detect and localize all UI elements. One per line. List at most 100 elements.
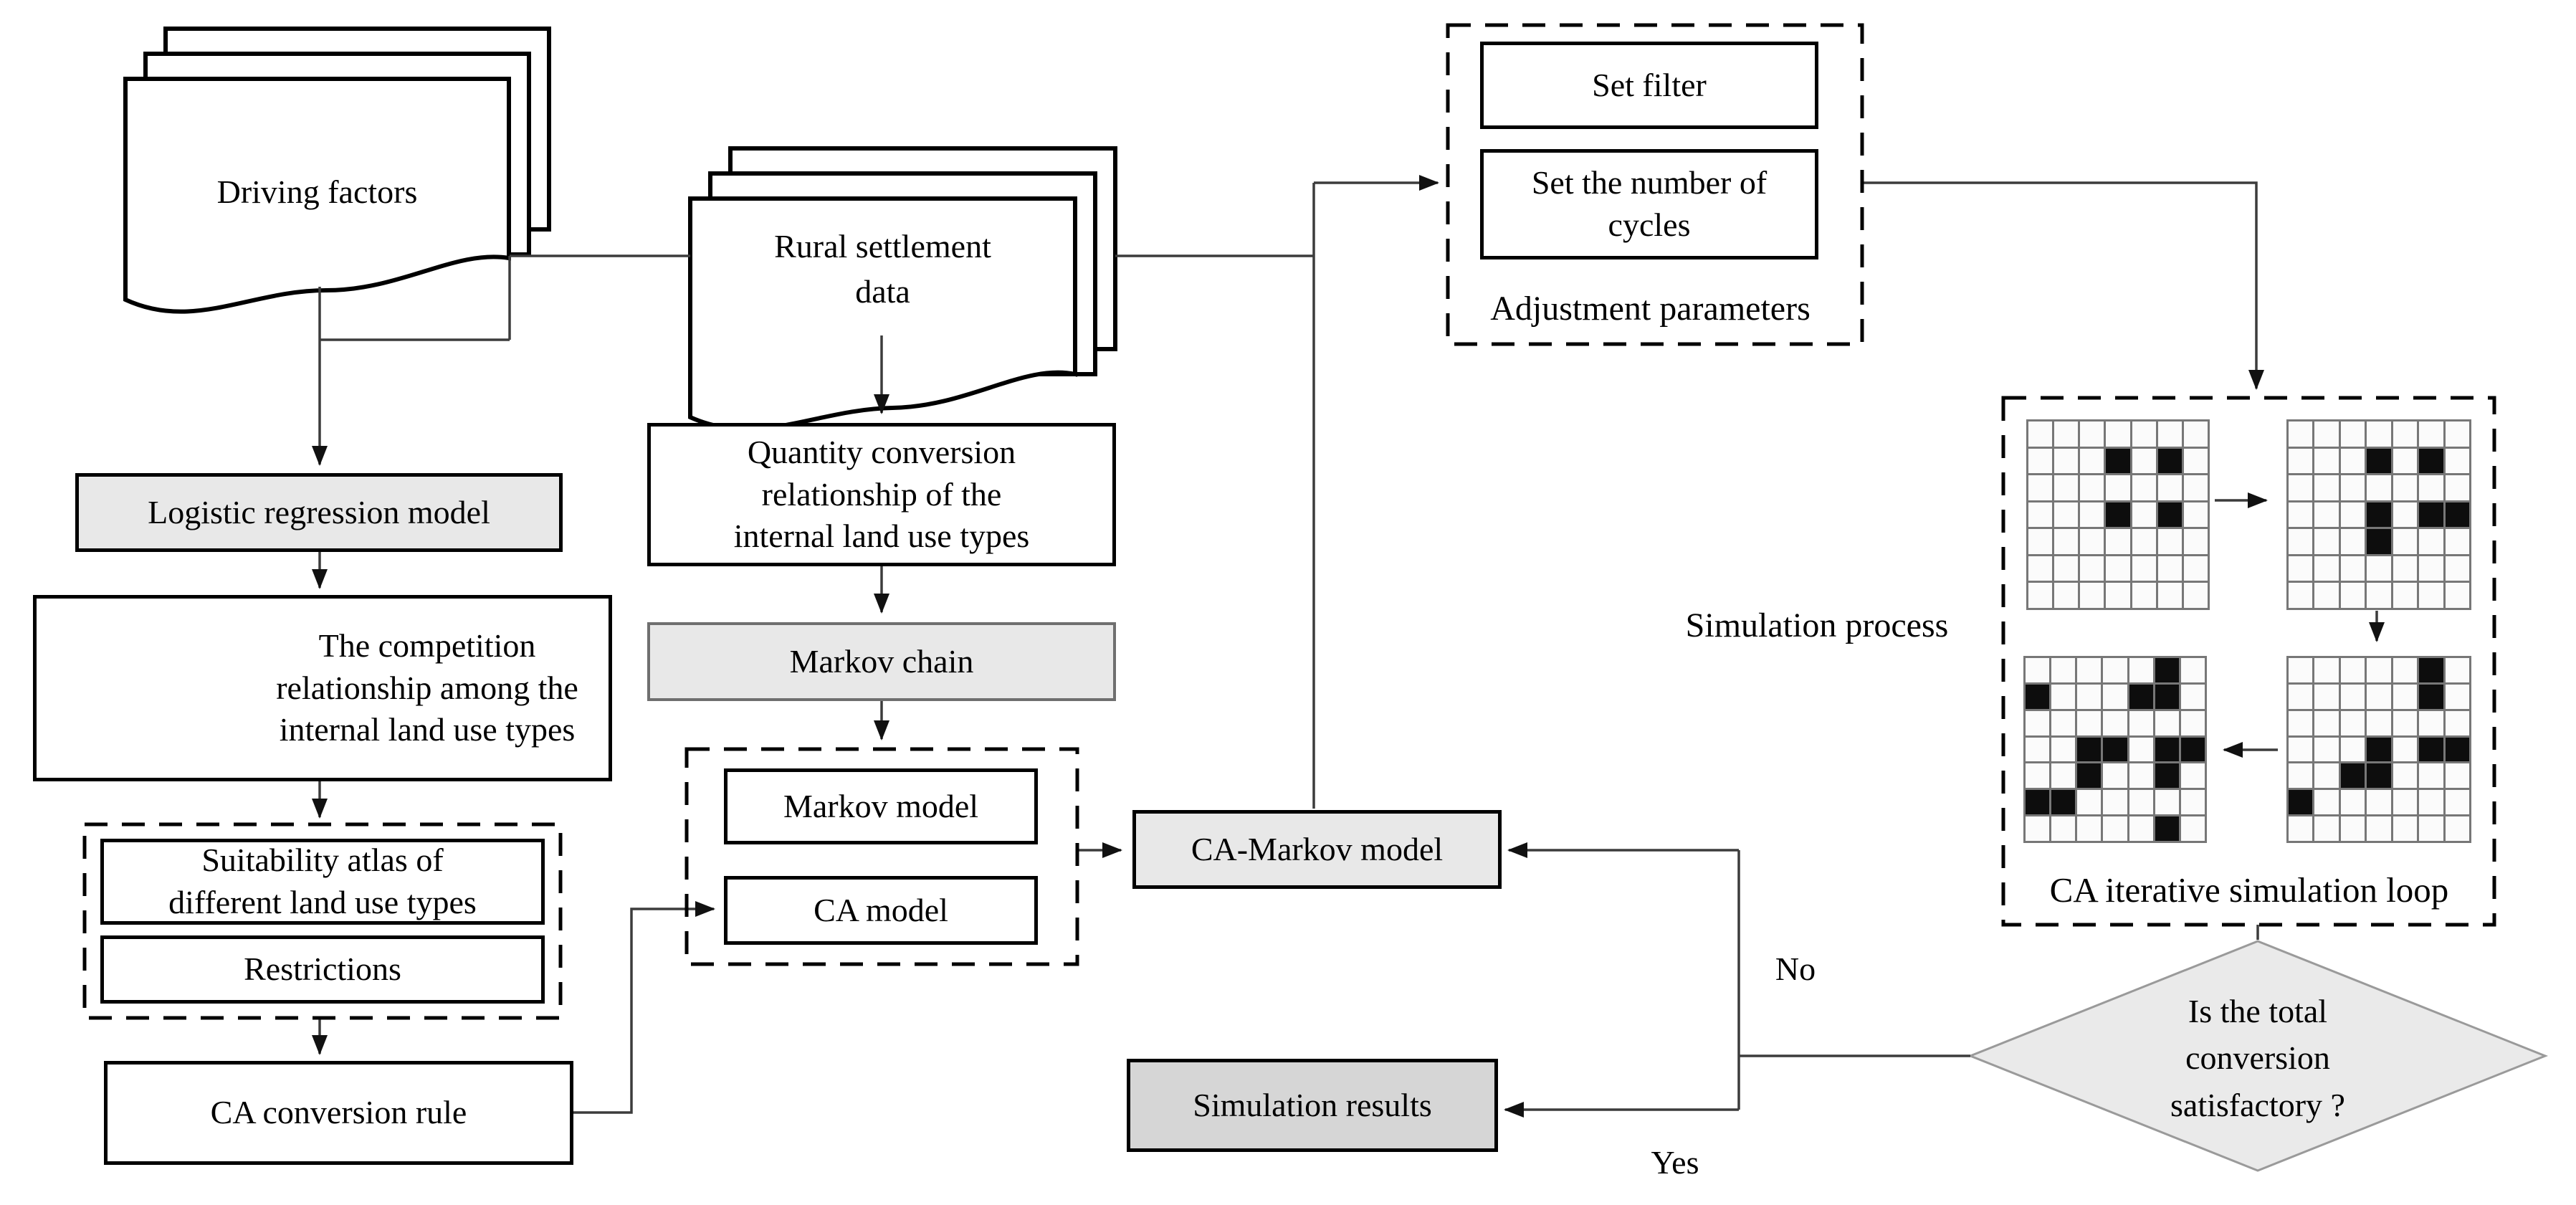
- ca-cell-empty: [2314, 763, 2339, 789]
- ca-cell-empty: [2054, 529, 2079, 554]
- set-filter-node: Set filter: [1480, 42, 1818, 129]
- ca-cell-empty: [2419, 790, 2443, 815]
- ca-cell-empty: [2155, 710, 2179, 735]
- ca-cell-empty: [2340, 790, 2365, 815]
- ca-iterative-loop-group: [2001, 396, 2496, 927]
- ca-cell-occupied: [2155, 816, 2179, 841]
- ca-cell-occupied: [2103, 737, 2127, 762]
- ca-cell-empty: [2419, 556, 2443, 581]
- ca-cell-empty: [2080, 448, 2104, 474]
- ca-cell-empty: [2051, 816, 2076, 841]
- ca-cell-empty: [2393, 658, 2418, 682]
- ca-cell-occupied: [2157, 502, 2182, 528]
- ca-cell-empty: [2183, 556, 2208, 581]
- ca-cell-empty: [2367, 684, 2391, 709]
- ca-cell-empty: [2314, 448, 2339, 474]
- ca-cell-empty: [2393, 421, 2418, 447]
- ca-cell-empty: [2340, 556, 2365, 581]
- ca-cell-empty: [2367, 583, 2391, 608]
- ca-cell-empty: [2132, 583, 2156, 608]
- ca-cell-empty: [2054, 448, 2079, 474]
- arrow-adjustment-to-simloop: [1862, 181, 2264, 390]
- ca-cell-empty: [2340, 529, 2365, 554]
- ca-cell-empty: [2157, 556, 2182, 581]
- ca-cell-empty: [2106, 421, 2130, 447]
- ca-cell-empty: [2028, 448, 2053, 474]
- ca-cell-empty: [2106, 556, 2130, 581]
- ca-cell-empty: [2132, 529, 2156, 554]
- ca-cell-empty: [2340, 684, 2365, 709]
- ca-cell-empty: [2289, 737, 2313, 762]
- ca-cell-empty: [2393, 816, 2418, 841]
- ca-cell-empty: [2289, 421, 2313, 447]
- ca-cell-empty: [2132, 475, 2156, 500]
- ca-cell-empty: [2132, 421, 2156, 447]
- ca-cell-empty: [2129, 737, 2153, 762]
- ca-cell-empty: [2180, 816, 2205, 841]
- ca-cell-empty: [2028, 583, 2053, 608]
- ca-cell-occupied: [2129, 684, 2153, 709]
- markov-chain-node: Markov chain: [647, 622, 1116, 701]
- ca-cell-empty: [2340, 421, 2365, 447]
- ca-cell-empty: [2367, 556, 2391, 581]
- ca-cell-occupied: [2077, 763, 2102, 789]
- ca-cell-empty: [2289, 684, 2313, 709]
- ca-cell-empty: [2314, 583, 2339, 608]
- ca-cell-empty: [2132, 448, 2156, 474]
- ca-cell-empty: [2314, 475, 2339, 500]
- rural-settlement-doc-label: Rural settlement data: [774, 228, 991, 310]
- ca-cell-empty: [2289, 816, 2313, 841]
- ca-cell-occupied: [2419, 502, 2443, 528]
- ca-cell-empty: [2445, 710, 2469, 735]
- ca-cell-occupied: [2157, 448, 2182, 474]
- set-number-of-cycles-node: Set the number of cycles: [1480, 149, 1818, 259]
- ca-cell-empty: [2289, 502, 2313, 528]
- ca-cell-empty: [2367, 816, 2391, 841]
- ca-cell-empty: [2106, 529, 2130, 554]
- ca-cell-empty: [2026, 737, 2050, 762]
- ca-cell-empty: [2157, 475, 2182, 500]
- edge-label-yes: Yes: [1651, 1144, 1699, 1181]
- ca-cell-occupied: [2155, 763, 2179, 789]
- ca-cell-empty: [2419, 816, 2443, 841]
- document-stack-icon-rural-settlement: [688, 146, 1117, 432]
- ca-markov-model-node: CA-Markov model: [1132, 810, 1502, 889]
- ca-cell-empty: [2340, 816, 2365, 841]
- ca-cell-empty: [2340, 475, 2365, 500]
- adjustment-parameters-group: [1446, 23, 1864, 346]
- ca-cell-empty: [2340, 710, 2365, 735]
- logistic-regression-node: Logistic regression model: [75, 473, 563, 552]
- ca-cell-empty: [2289, 763, 2313, 789]
- ca-cell-empty: [2028, 529, 2053, 554]
- ca-cell-empty: [2054, 556, 2079, 581]
- ca-cell-occupied: [2367, 502, 2391, 528]
- ca-cell-empty: [2183, 502, 2208, 528]
- ca-cell-grid-icon-a: [2026, 419, 2210, 610]
- simulation-process-label: Simulation process: [1685, 606, 1949, 644]
- ca-cell-occupied: [2367, 763, 2391, 789]
- decision-diamond: [1967, 940, 2549, 1172]
- ca-cell-empty: [2132, 556, 2156, 581]
- ca-cell-empty: [2367, 658, 2391, 682]
- ca-cell-empty: [2157, 421, 2182, 447]
- ca-cell-empty: [2077, 790, 2102, 815]
- ca-cell-empty: [2289, 556, 2313, 581]
- ca-cell-empty: [2155, 790, 2179, 815]
- markov-ca-group: [684, 747, 1079, 966]
- ca-cell-empty: [2157, 529, 2182, 554]
- ca-cell-occupied: [2180, 737, 2205, 762]
- ca-cell-empty: [2419, 763, 2443, 789]
- ca-cell-empty: [2183, 448, 2208, 474]
- ca-cell-empty: [2183, 475, 2208, 500]
- ca-cell-empty: [2026, 658, 2050, 682]
- ca-cell-empty: [2445, 529, 2469, 554]
- ca-cell-empty: [2393, 583, 2418, 608]
- ca-cell-grid-icon-b: [2286, 419, 2471, 610]
- ca-cell-empty: [2028, 421, 2053, 447]
- ca-cell-empty: [2393, 737, 2418, 762]
- ca-cell-empty: [2314, 529, 2339, 554]
- ca-cell-empty: [2393, 475, 2418, 500]
- ca-cell-empty: [2051, 763, 2076, 789]
